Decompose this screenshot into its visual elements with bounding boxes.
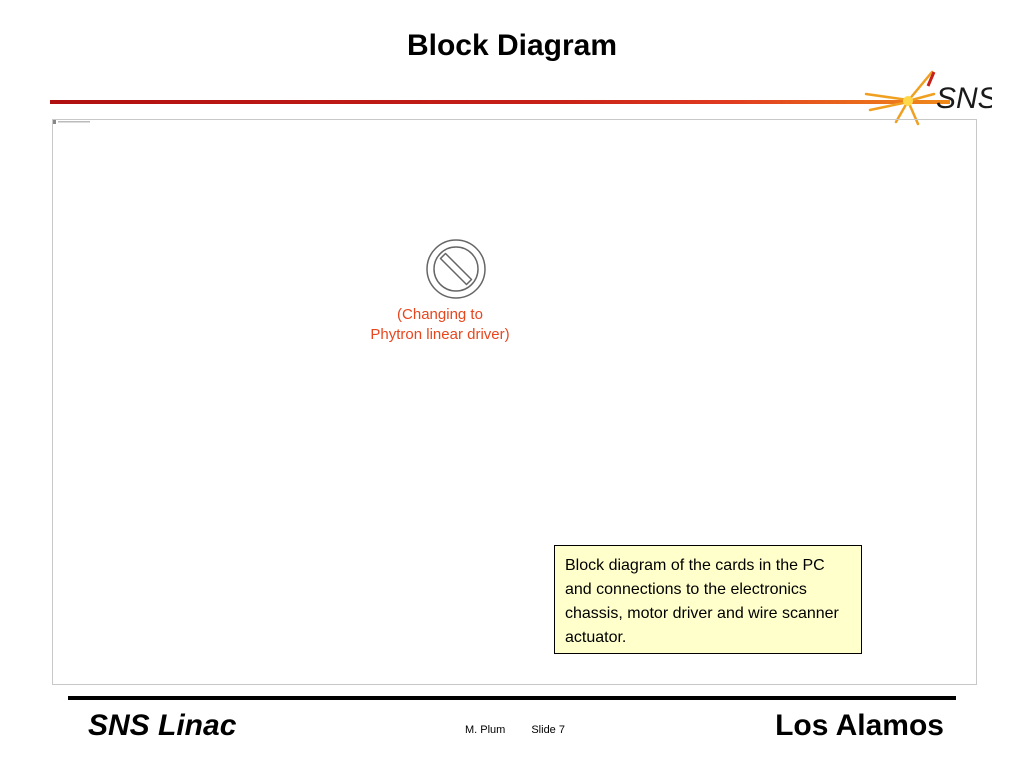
broken-image-icon	[53, 120, 90, 124]
footer-divider	[68, 696, 956, 700]
footer-author: M. Plum	[465, 724, 506, 736]
replacement-note: (Changing to Phytron linear driver)	[340, 305, 540, 345]
replacement-note-line2: Phytron linear driver)	[370, 326, 510, 343]
footer-project-name: SNS Linac	[88, 709, 237, 742]
image-placeholder-frame	[52, 119, 977, 685]
sns-logo: SNS	[864, 70, 992, 126]
replacement-note-line1: (Changing to	[397, 306, 483, 323]
title-divider	[50, 100, 950, 104]
slide-title: Block Diagram	[406, 29, 618, 62]
no-image-icon	[426, 239, 486, 299]
footer-slide-number: Slide 7	[531, 724, 565, 736]
footer-meta: M. Plum Slide 7	[465, 723, 565, 737]
footer-organization: Los Alamos	[775, 709, 944, 742]
sns-logo-text: SNS	[936, 82, 992, 115]
diagram-caption: Block diagram of the cards in the PC and…	[554, 545, 862, 654]
